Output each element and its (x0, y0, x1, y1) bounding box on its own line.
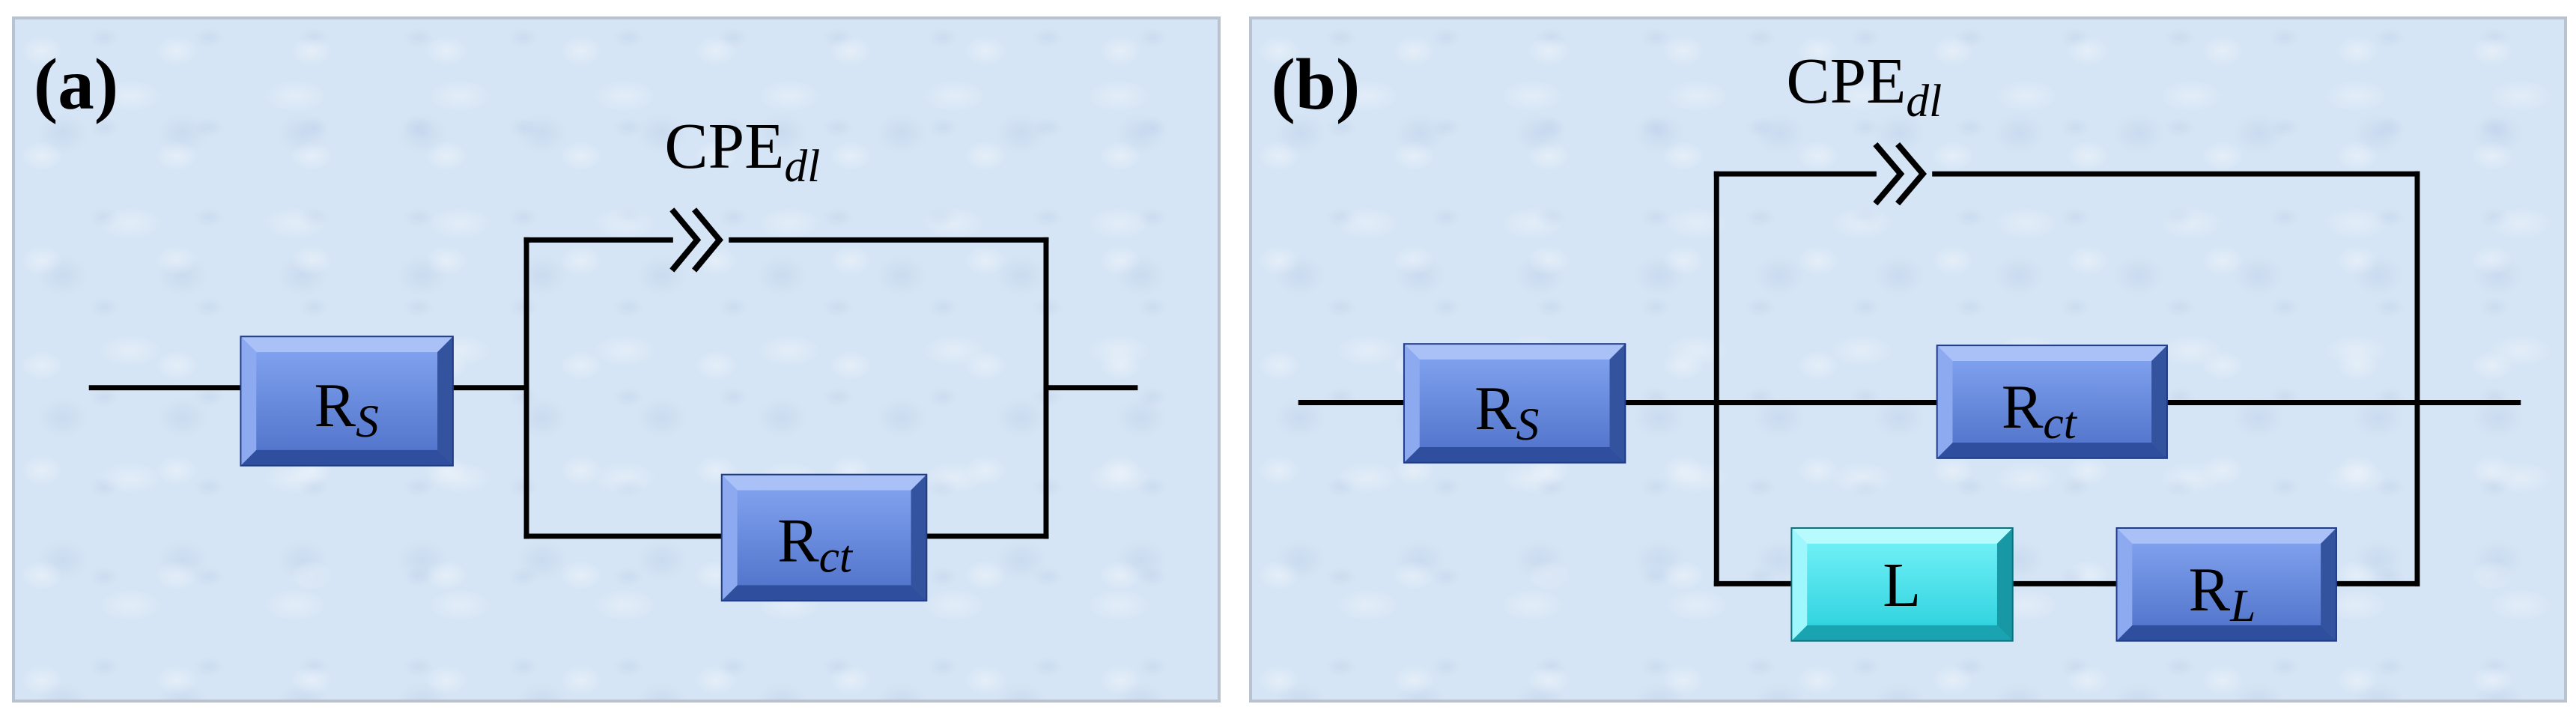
cpe-dl-label-b: CPEdl (1786, 44, 1942, 127)
cpe-dl-label-a: CPEdl (664, 109, 820, 192)
panel-label-b: (b) (1271, 44, 1360, 125)
resistor-rct-b: Rct (1936, 345, 2168, 459)
resistor-rs-b: RS (1403, 343, 1626, 464)
panel-label-a: (a) (34, 44, 118, 125)
rct-label-a: Rct (777, 507, 854, 583)
rs-label-b: RS (1474, 374, 1539, 450)
circuit-b-svg: (b) CPEdl RS (1271, 44, 2521, 642)
resistor-rl-b: RL (2115, 527, 2337, 642)
wires-b (1298, 171, 2521, 586)
circuit-a-svg: (a) CPEdl RS (34, 44, 1138, 602)
cpe-dl-symbol-b (1873, 142, 1928, 206)
resistor-rs-a: RS (240, 336, 454, 467)
resistor-rct-a: Rct (720, 473, 928, 602)
circuit-panel-b: (b) CPEdl RS (1249, 16, 2567, 703)
circuit-panel-a: (a) CPEdl RS (12, 16, 1221, 703)
rl-label-b: RL (2189, 556, 2256, 631)
inductor-l-b: L (1790, 527, 2014, 642)
wires-a (88, 237, 1138, 539)
l-label-b: L (1883, 551, 1921, 620)
rs-label-a: RS (315, 371, 379, 447)
rct-label-b: Rct (2002, 373, 2078, 449)
cpe-dl-symbol-a (669, 207, 723, 273)
